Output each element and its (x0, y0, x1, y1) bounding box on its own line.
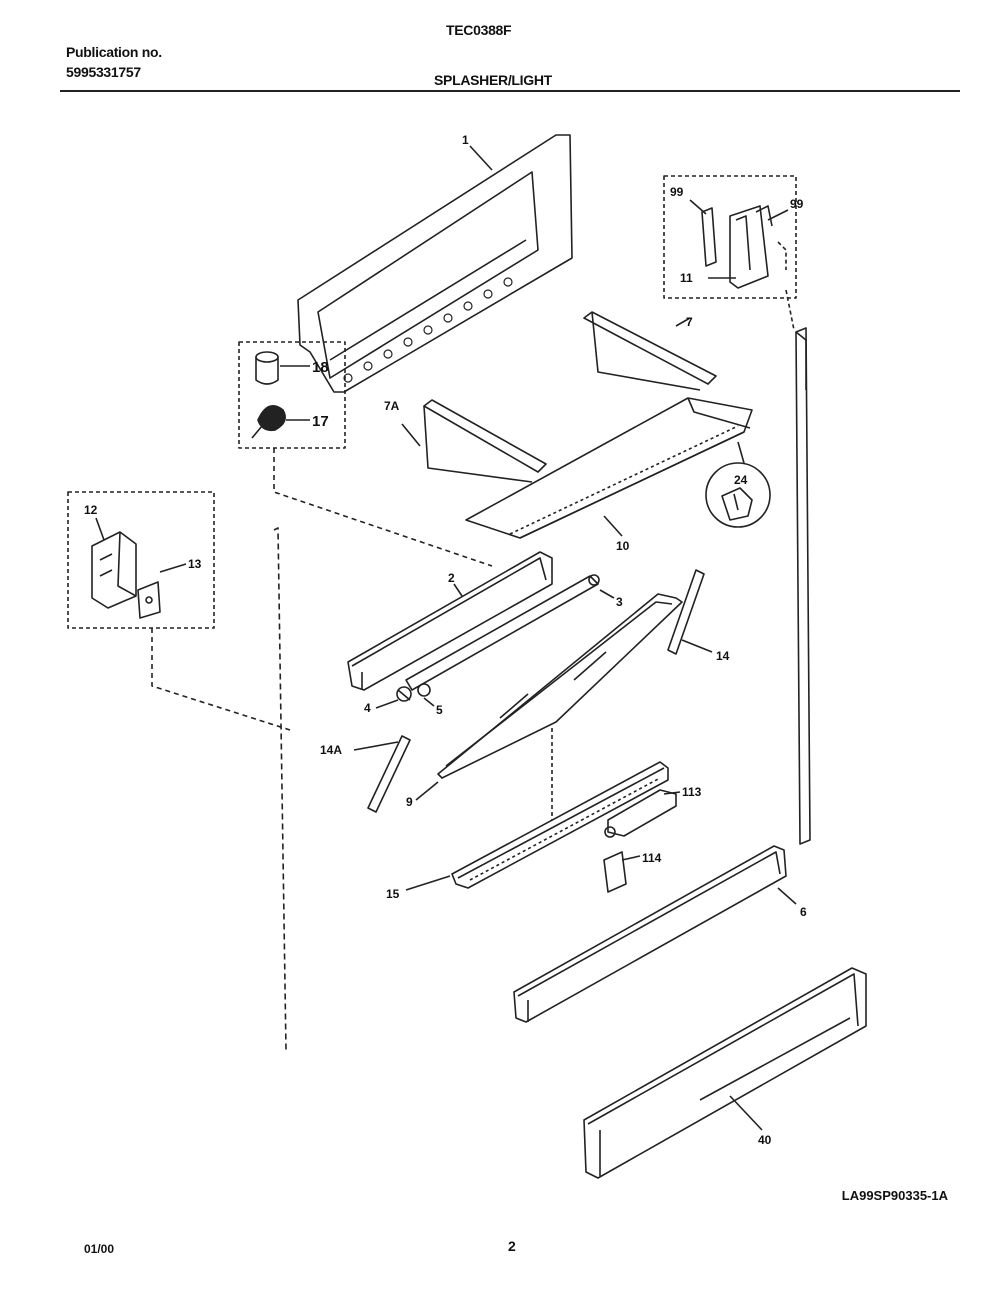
callout-12: 12 (84, 503, 98, 517)
lens-clip-part-14a (367, 735, 411, 813)
leader-7 (675, 317, 691, 327)
front-trim-part-6 (513, 845, 787, 1023)
bracket-part-7 (583, 311, 717, 391)
leader-10 (603, 515, 623, 537)
leader-5 (423, 697, 435, 707)
callout-40: 40 (758, 1133, 772, 1147)
leader-99-right (767, 209, 789, 221)
leader-3 (599, 589, 615, 599)
dash-line-terminal (151, 628, 291, 731)
callout-6: 6 (800, 905, 807, 919)
light-bulb-part-18 (255, 351, 279, 385)
leader-9 (415, 781, 439, 801)
leader-1 (469, 145, 493, 171)
callout-5: 5 (436, 703, 443, 717)
callout-3: 3 (616, 595, 623, 609)
callout-14a: 14A (320, 743, 342, 757)
leader-99-left (689, 199, 707, 215)
leader-2 (453, 583, 463, 597)
callout-15: 15 (386, 887, 400, 901)
callout-7a: 7A (384, 399, 400, 413)
callout-11: 11 (680, 271, 693, 285)
page-number: 2 (508, 1238, 516, 1254)
callout-99-right: 99 (790, 197, 804, 211)
side-trim-right (795, 327, 811, 845)
callout-13: 13 (188, 557, 202, 571)
bottom-trim-part-40 (583, 967, 867, 1179)
leader-114 (621, 855, 641, 861)
leader-14 (681, 639, 713, 653)
leader-12 (95, 517, 105, 541)
terminal-block-part-12 (91, 531, 137, 609)
dash-line-switch (777, 241, 787, 270)
bracket-part-7a (423, 399, 547, 483)
leader-40 (729, 1095, 763, 1131)
leader-15 (405, 875, 451, 891)
leader-13 (159, 563, 187, 573)
socket-part-17 (251, 404, 286, 439)
publication-label: Publication no. (66, 44, 162, 60)
dash-line-rod (785, 289, 795, 331)
callout-1: 1 (462, 133, 469, 147)
lamp-socket-part-4 (396, 686, 412, 702)
callout-10: 10 (616, 539, 630, 553)
header-rule (60, 90, 960, 92)
revision-date: 01/00 (84, 1242, 115, 1256)
callout-113: 113 (682, 785, 702, 799)
lens-clip-part-14 (667, 569, 705, 655)
side-trim-left (273, 527, 287, 1051)
glass-lens-part-9 (437, 593, 683, 779)
callout-99-left: 99 (670, 185, 684, 199)
inset-box-terminal (67, 491, 215, 629)
callout-18: 18 (312, 359, 329, 376)
leader-4 (375, 699, 399, 709)
callout-4: 4 (364, 701, 371, 715)
inset-box-switch (663, 175, 797, 299)
lamp-holder-part-24 (721, 487, 753, 521)
leader-7a (401, 423, 421, 447)
lamp-tube-part-3 (405, 574, 600, 691)
splasher-shelf-part-10 (465, 397, 753, 539)
inset-box-bulb-socket (238, 341, 346, 449)
leader-113 (663, 791, 681, 795)
callout-24: 24 (734, 473, 748, 487)
leader-14a (353, 741, 399, 751)
back-panel-part-1 (297, 134, 573, 393)
dash-line-socket (273, 448, 493, 567)
lamp-socket-part-5 (417, 683, 431, 697)
callout-114: 114 (642, 851, 662, 865)
section-title: SPLASHER/LIGHT (434, 72, 552, 88)
callout-17: 17 (312, 413, 329, 430)
figure-code: LA99SP90335-1A (841, 1188, 948, 1203)
lower-channel-part-15 (451, 761, 669, 889)
switch-bracket-part-99 (701, 205, 773, 289)
publication-number: 5995331757 (66, 64, 141, 80)
leader-6 (777, 887, 797, 905)
callout-7: 7 (686, 315, 693, 329)
bracket-part-113 (607, 789, 677, 837)
callout-2: 2 (448, 571, 455, 585)
detail-circle-part-24 (705, 462, 771, 528)
leader-24 (737, 441, 745, 464)
callout-14: 14 (716, 649, 730, 663)
clip-part-114 (603, 826, 627, 893)
bracket-part-13 (137, 581, 161, 619)
model-number: TEC0388F (446, 22, 512, 38)
callout-9: 9 (406, 795, 413, 809)
light-channel-part-2 (347, 551, 553, 691)
